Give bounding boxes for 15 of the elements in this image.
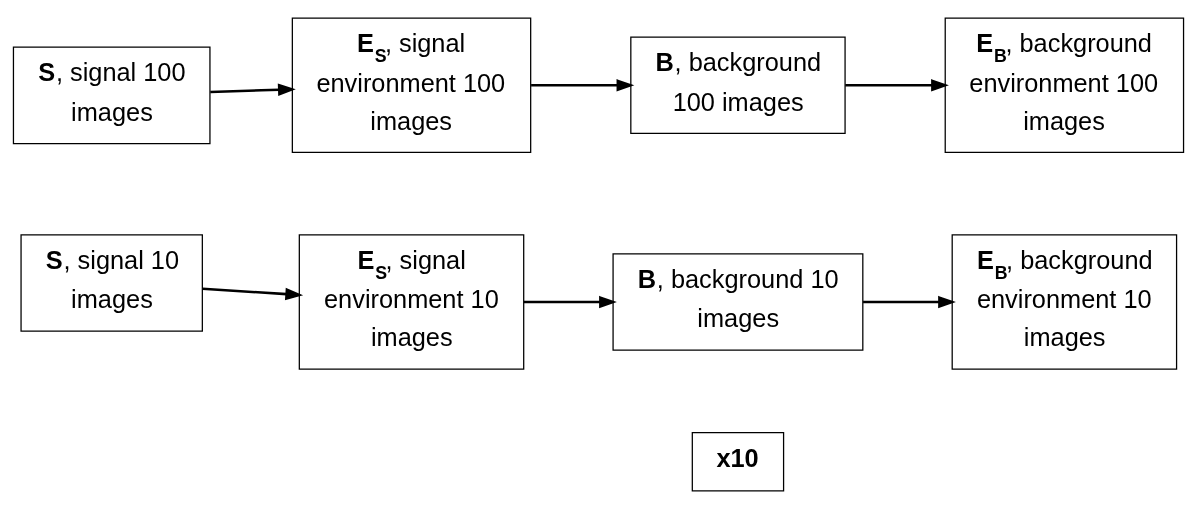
node-box: S, signal 10 images [20,233,203,332]
arrow [863,295,956,308]
node-box: E$_{B}$, background environment 100 images [944,16,1185,153]
arrow [523,295,617,308]
node-box: B, background 10 images [612,252,864,351]
arrow [531,78,635,91]
node-box: B, background 100 images [630,35,846,134]
arrow [210,83,296,96]
node-box: S, signal 100 images [12,46,211,144]
node-box: E$_{S}$, signal environment 100 images [291,16,532,153]
node-box: x10 [691,431,785,492]
arrow [845,78,949,91]
node-box: E$_{B}$, background environment 10 images [951,233,1178,370]
node-box: E$_{S}$, signal environment 10 images [298,233,525,370]
arrow [202,287,304,300]
